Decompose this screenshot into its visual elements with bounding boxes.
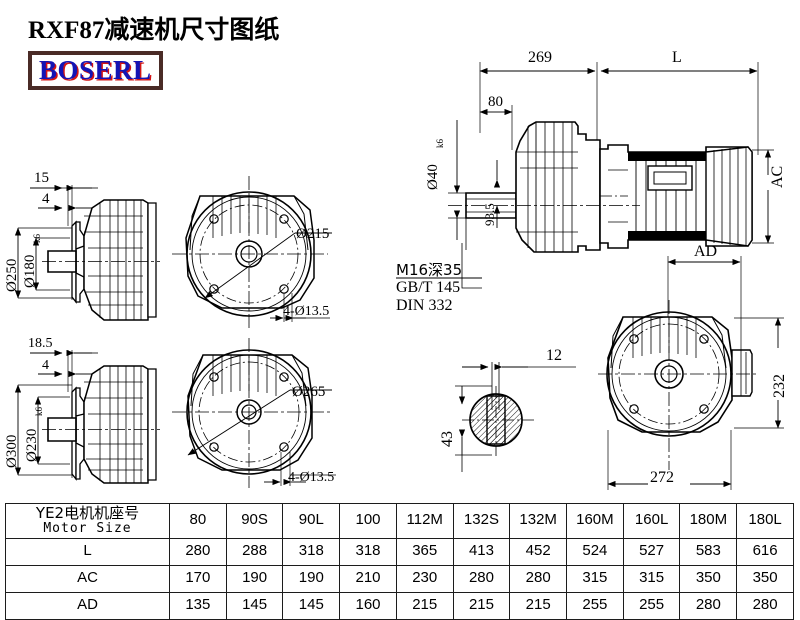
cell-AC-3: 210	[339, 564, 397, 593]
dim-d180: Ø180	[22, 255, 38, 288]
cell-AC-9: 350	[679, 564, 738, 593]
view-front-small	[172, 176, 332, 330]
cell-AC-8: 315	[622, 564, 681, 593]
dim-43: 43	[439, 431, 456, 447]
cell-AD-1: 145	[225, 591, 284, 620]
dim-4-holes-small: 4-Ø13.5	[283, 304, 329, 319]
cell-AD-4: 215	[395, 591, 454, 620]
dim-d250: Ø250	[4, 259, 20, 292]
cell-AC-1: 190	[225, 564, 284, 593]
cell-AC-5: 280	[452, 564, 511, 593]
table-row: AD 135 145 145 160 215 215 215 255 255 2…	[5, 591, 794, 620]
cell-AD-6: 215	[509, 591, 568, 620]
cell-AD-8: 255	[622, 591, 681, 620]
view-flange-section-small	[14, 184, 160, 321]
spec-table-wrap: YE2电机机座号 Motor Size 80 90S 90L 100 112M …	[5, 503, 794, 620]
row-label-AC: AC	[5, 564, 170, 593]
thread-note-block: M16深35 GB/T 145 DIN 332	[396, 262, 462, 315]
cell-L-0: 280	[169, 537, 227, 566]
table-row: L 280 288 318 318 365 413 452 524 527 58…	[5, 537, 794, 566]
dim-269: 269	[528, 49, 552, 66]
page-title: RXF87减速机尺寸图纸	[28, 17, 280, 44]
cell-AD-3: 160	[339, 591, 397, 620]
dim-d215: Ø215	[296, 226, 329, 242]
cell-AC-6: 280	[509, 564, 568, 593]
dim-93-5: 93.5	[482, 203, 497, 226]
table-col-1: 90S	[225, 503, 284, 539]
cell-L-10: 616	[736, 537, 794, 566]
dim-AD: AD	[694, 243, 717, 260]
cell-AC-10: 350	[736, 564, 794, 593]
view-main-assembly	[448, 62, 774, 289]
cell-AD-9: 280	[679, 591, 738, 620]
cell-L-2: 318	[282, 537, 341, 566]
spec-table: YE2电机机座号 Motor Size 80 90S 90L 100 112M …	[5, 503, 794, 620]
dim-18-5: 18.5	[28, 336, 53, 351]
view-front-large	[172, 338, 336, 488]
table-col-0: 80	[169, 503, 227, 539]
table-row: AC 170 190 190 210 230 280 280 315 315 3…	[5, 564, 794, 593]
cell-L-8: 527	[622, 537, 681, 566]
view-end	[598, 256, 784, 490]
title-block: RXF87减速机尺寸图纸 BOSERL	[28, 17, 280, 91]
dim-12: 12	[546, 347, 562, 364]
cell-L-1: 288	[225, 537, 284, 566]
cell-AD-2: 145	[282, 591, 341, 620]
table-col-3: 100	[339, 503, 397, 539]
cell-AD-7: 255	[566, 591, 624, 620]
table-header-cn: YE2电机机座号	[35, 504, 140, 522]
dim-272: 272	[650, 469, 674, 486]
cell-AC-7: 315	[566, 564, 624, 593]
table-col-4: 112M	[395, 503, 454, 539]
dim-d230: Ø230	[24, 429, 40, 462]
dim-80: 80	[488, 94, 503, 110]
view-shaft-key-detail	[455, 362, 576, 472]
dim-232: 232	[771, 374, 788, 398]
cell-AD-10: 280	[736, 591, 794, 620]
table-col-9: 180M	[679, 503, 738, 539]
cell-L-4: 365	[395, 537, 454, 566]
dim-d300: Ø300	[4, 435, 20, 468]
table-header-motor-size: YE2电机机座号 Motor Size	[5, 503, 170, 539]
row-label-L: L	[5, 537, 170, 566]
note-m16: M16深35	[396, 261, 463, 279]
cell-L-9: 583	[679, 537, 738, 566]
dim-k6-top: k6	[32, 234, 42, 244]
note-gbt145: GB/T 145	[396, 278, 461, 296]
cell-L-7: 524	[566, 537, 624, 566]
dim-4-holes-large: 4-Ø13.5	[288, 470, 334, 485]
table-col-10: 180L	[736, 503, 794, 539]
dim-4-top: 4	[42, 191, 50, 207]
dim-k6-bottom: k6	[34, 407, 44, 417]
brand-logo-text: BOSERL	[39, 55, 152, 85]
dim-AC: AC	[769, 166, 786, 188]
table-header-row: YE2电机机座号 Motor Size 80 90S 90L 100 112M …	[5, 503, 794, 539]
table-col-5: 132S	[452, 503, 511, 539]
dim-L: L	[672, 49, 682, 66]
dim-d40: Ø40	[425, 164, 441, 190]
dim-15: 15	[34, 170, 49, 186]
cell-AD-5: 215	[452, 591, 511, 620]
table-col-8: 160L	[622, 503, 681, 539]
note-din332: DIN 332	[396, 296, 453, 314]
table-col-2: 90L	[282, 503, 341, 539]
cell-AC-4: 230	[395, 564, 454, 593]
dim-d265: Ø265	[292, 384, 325, 400]
cell-L-6: 452	[509, 537, 568, 566]
table-col-6: 132M	[509, 503, 568, 539]
row-label-AD: AD	[5, 591, 170, 620]
table-header-en: Motor Size	[43, 520, 132, 536]
cell-AC-2: 190	[282, 564, 341, 593]
dim-k6-shaft: k6	[435, 139, 445, 149]
view-flange-section-large	[14, 349, 160, 484]
cell-L-3: 318	[339, 537, 397, 566]
dim-4-bottom: 4	[42, 358, 49, 373]
cell-AD-0: 135	[169, 591, 227, 620]
brand-logo: BOSERL	[28, 51, 163, 91]
cell-L-5: 413	[452, 537, 511, 566]
table-col-7: 160M	[566, 503, 624, 539]
cell-AC-0: 170	[169, 564, 227, 593]
